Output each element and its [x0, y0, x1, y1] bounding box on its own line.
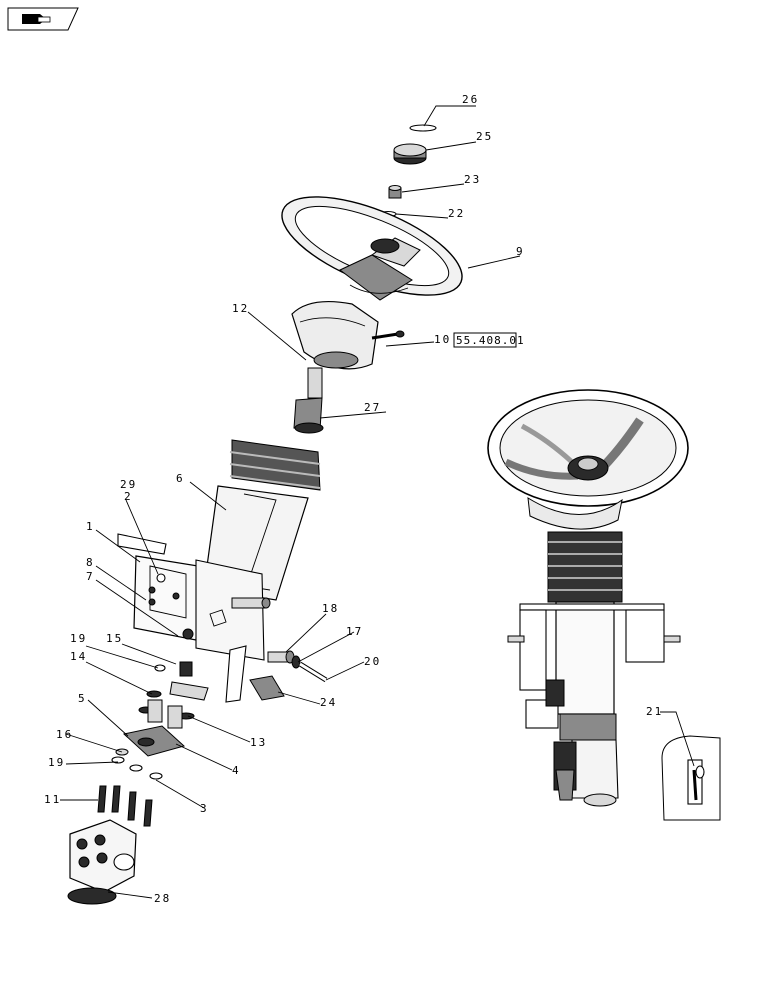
- callout-25: 25: [476, 130, 493, 143]
- reference-box[interactable]: 55.408.01: [453, 332, 525, 348]
- part-25-nut: [393, 143, 427, 165]
- callout-27: 27: [364, 401, 381, 414]
- reference-box-label: 55.408.01: [456, 334, 525, 347]
- page-flip-icon[interactable]: [7, 7, 79, 31]
- part-11-bolts: [97, 785, 153, 827]
- part-28-steering-unit: [67, 819, 137, 905]
- callout-4: 4: [232, 764, 241, 777]
- detail-21-inset: [661, 735, 721, 821]
- part-27-shaft: [293, 367, 324, 434]
- part-23-spacer: [388, 185, 402, 199]
- callout-24: 24: [320, 696, 337, 709]
- bracket-assembly: [117, 533, 271, 703]
- plate-assembly: [111, 725, 186, 780]
- callout-18: 18: [322, 602, 339, 615]
- part-10-switch-lever: [371, 330, 405, 340]
- callout-19-lower: 19: [48, 756, 65, 769]
- callout-26: 26: [462, 93, 479, 106]
- callout-20: 20: [364, 655, 381, 668]
- callout-15: 15: [106, 632, 123, 645]
- callout-29: 29: [120, 478, 137, 491]
- callout-14: 14: [70, 650, 87, 663]
- assembled-bellows: [547, 531, 623, 603]
- callout-28: 28: [154, 892, 171, 905]
- callout-6: 6: [176, 472, 185, 485]
- callout-23: 23: [464, 173, 481, 186]
- leader-lines: [60, 105, 695, 899]
- pins-17-18-20: [267, 650, 328, 683]
- callout-5: 5: [78, 692, 87, 705]
- callout-22: 22: [448, 207, 465, 220]
- part-9-steering-wheel: [281, 196, 463, 301]
- fasteners-upper: [138, 661, 209, 729]
- part-24-clip: [249, 675, 285, 701]
- callout-1: 1: [86, 520, 95, 533]
- callout-8: 8: [86, 556, 95, 569]
- callout-2: 2: [124, 490, 133, 503]
- part-12-shroud: [291, 300, 379, 370]
- callout-10: 10: [434, 333, 451, 346]
- callout-19-upper: 19: [70, 632, 87, 645]
- callout-16: 16: [56, 728, 73, 741]
- callout-labels: 26 25 23 22 9 12 10 55.408.01 27 6 29 2 …: [44, 93, 663, 905]
- steering-column-exploded: [67, 124, 463, 905]
- callout-13: 13: [250, 736, 267, 749]
- callout-11: 11: [44, 793, 61, 806]
- steering-column-assembled: [487, 389, 689, 807]
- callout-7: 7: [86, 570, 95, 583]
- callout-9: 9: [516, 245, 525, 258]
- callout-17: 17: [346, 625, 363, 638]
- callout-12: 12: [232, 302, 249, 315]
- part-26-cap: [409, 124, 437, 132]
- callout-21: 21: [646, 705, 663, 718]
- callout-3: 3: [200, 802, 209, 815]
